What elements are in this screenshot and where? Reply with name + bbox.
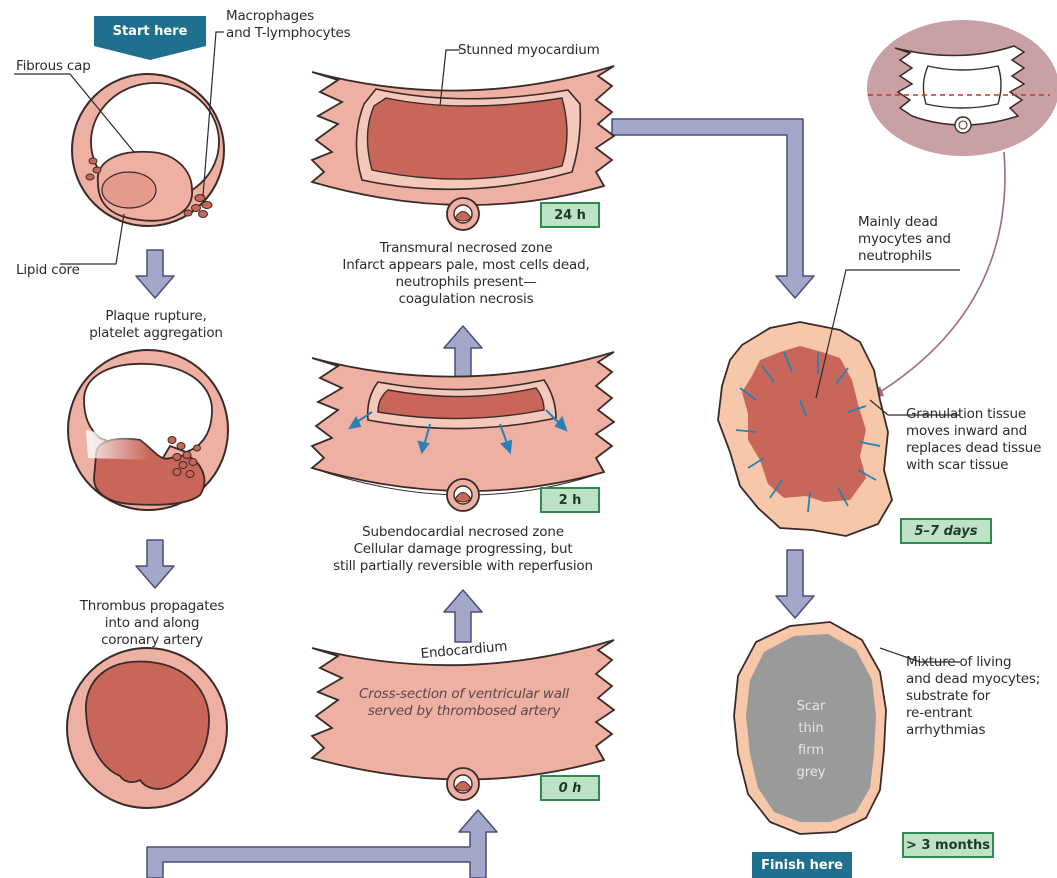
up-arrow-2 (444, 326, 482, 378)
pointer-line (880, 152, 1005, 392)
transmural-label: Transmural necrosed zone Infarct appears… (318, 240, 614, 308)
scar-label: Scar thin firm grey (776, 696, 846, 784)
lipid-core-label: Lipid core (16, 262, 80, 279)
time-badge-3-months: > 3 months (902, 832, 994, 858)
time-badge-5-7-days: 5–7 days (900, 518, 992, 544)
plaque-rupture-label: Plaque rupture, platelet aggregation (60, 308, 252, 342)
fibrous-cap-label: Fibrous cap (16, 58, 91, 75)
down-arrow-3 (776, 550, 814, 618)
finish-here-banner: Finish here (752, 852, 852, 878)
thrombus-label: Thrombus propagates into and along coron… (56, 598, 248, 649)
artery-thrombosed (67, 648, 227, 808)
start-here-banner: Start here (94, 16, 206, 46)
up-arrow-1 (444, 590, 482, 642)
granulation-label: Granulation tissue moves inward and repl… (906, 406, 1041, 474)
stunned-myocardium-label: Stunned myocardium (458, 42, 600, 59)
vessel-24h (447, 198, 479, 230)
dead-myocytes-label: Mainly dead myocytes and neutrophils (858, 214, 951, 265)
time-badge-24h: 24 h (540, 202, 600, 228)
l-arrow-bottom (147, 810, 497, 878)
down-arrow-1 (136, 250, 174, 298)
macrophages-label: Macrophages and T-lymphocytes (226, 8, 351, 42)
artery-ruptured (68, 350, 228, 510)
subendocardial-label: Subendocardial necrosed zone Cellular da… (300, 524, 626, 575)
time-badge-2h: 2 h (540, 487, 600, 513)
time-badge-0h: 0 h (540, 775, 600, 801)
vessel-0h (447, 768, 479, 800)
cross-section-label: Cross-section of ventricular wall served… (322, 686, 606, 720)
down-arrow-2 (136, 540, 174, 588)
l-arrow-top (612, 119, 814, 298)
infarct-5-7-days (718, 322, 892, 536)
thumbnail-circle (867, 20, 1057, 156)
artery-plaque (72, 74, 224, 226)
vessel-2h (447, 479, 479, 511)
mixture-label: Mixture of living and dead myocytes; sub… (906, 654, 1040, 739)
